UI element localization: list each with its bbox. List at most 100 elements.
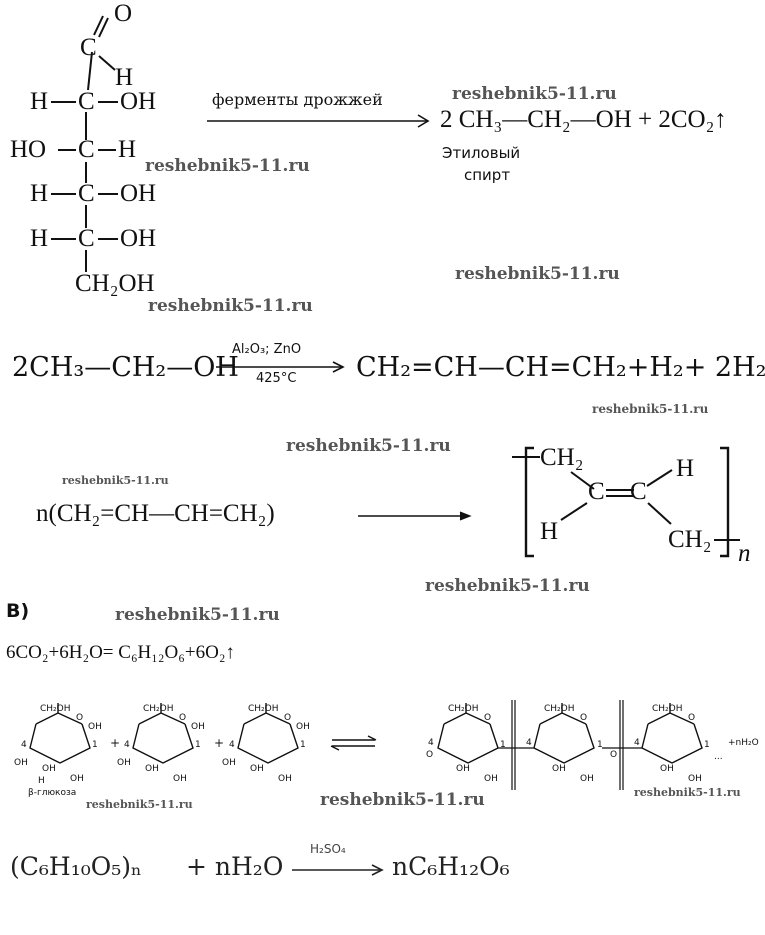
glucose-h1: H: [115, 64, 134, 91]
butadiene-monomer: n(CH₂=CH—CH=CH₂): [36, 500, 275, 527]
watermark-11: reshebnik5-11.ru: [320, 790, 485, 810]
ring6-num4: 4: [634, 738, 640, 748]
ethanol-product: 2 CH₃—CH₂—OH + 2CO₂↑: [440, 106, 727, 133]
butadiene-product: CH₂=CH—CH=CH₂+H₂+ 2H₂O: [356, 352, 765, 383]
ring-5: [533, 703, 595, 764]
ethanol-name-2: спирт: [464, 166, 511, 184]
ring6-ch2oh: CH₂OH: [652, 704, 683, 714]
ring5-o: O: [580, 713, 588, 723]
glucose-c5-right: OH: [120, 225, 157, 252]
ring2-num1: 1: [195, 740, 201, 750]
watermark-6: reshebnik5-11.ru: [286, 436, 451, 456]
chain-brackets: [498, 700, 642, 790]
polymer-ch2-top: CH₂: [540, 444, 584, 471]
chain-continuation: ...: [714, 752, 723, 762]
ring6-num1: 1: [704, 740, 710, 750]
polymer-h-right: H: [676, 455, 695, 482]
section-b-label: B): [6, 600, 30, 622]
photosynthesis-equation: 6CO₂+6H₂O= C₆H₁₂O₆+6O₂↑: [6, 642, 235, 663]
watermark-5: reshebnik5-11.ru: [592, 402, 709, 416]
ring5-num4: 4: [526, 738, 532, 748]
lebedev-catalyst: Al₂O₃; ZnO: [232, 342, 302, 357]
ring4-o-link: O: [426, 750, 434, 760]
ring5-oh-bottom2: OH: [580, 774, 594, 784]
ring3-ch2oh: CH₂OH: [248, 704, 279, 714]
glucose-c4-right: OH: [120, 180, 157, 207]
ring6-oh-bottom: OH: [660, 764, 674, 774]
ring5-ch2oh: CH₂OH: [544, 704, 575, 714]
equilibrium-arrows: [330, 735, 377, 751]
ring1-oh-bottom: OH: [42, 764, 56, 774]
ring2-oh-left: OH: [117, 758, 131, 768]
ring2-oh-anomeric: OH: [191, 722, 205, 732]
ring-3: [237, 703, 299, 764]
glucose-c2-right: OH: [120, 88, 157, 115]
watermark-4: reshebnik5-11.ru: [148, 296, 313, 316]
beta-glucose-label: β-глюкоза: [28, 788, 77, 798]
cellulose-formula: (C₆H₁₀O₅)ₙ: [10, 852, 142, 881]
glucose-c6: CH₂OH: [75, 270, 155, 297]
polymer-degree: n: [738, 540, 751, 567]
ring-6: [641, 703, 703, 764]
ring5-num1: 1: [597, 740, 603, 750]
lebedev-temperature: 425°C: [256, 371, 297, 386]
watermark-9: reshebnik5-11.ru: [115, 605, 280, 625]
ring4-num1: 1: [500, 740, 506, 750]
ring3-oh-anomeric: OH: [296, 722, 310, 732]
glucose-c4-left: H: [30, 180, 49, 207]
glucose-c5-left: H: [30, 225, 49, 252]
hydrolysis-water: + nH₂O: [186, 852, 284, 881]
watermark-1: reshebnik5-11.ru: [452, 84, 617, 104]
ring-4: [437, 703, 499, 764]
ring4-num4: 4: [428, 738, 434, 748]
ring-2: [132, 703, 194, 764]
water-byproduct: +nH₂O: [728, 738, 759, 748]
glucose-c3-left: HO: [10, 136, 47, 163]
ring1-num1: 1: [92, 740, 98, 750]
ring1-o: O: [76, 713, 84, 723]
ring5-oh-bottom: OH: [552, 764, 566, 774]
ring3-o: O: [284, 713, 292, 723]
ring2-ch2oh: CH₂OH: [143, 704, 174, 714]
ring2-o: O: [179, 713, 187, 723]
plus-1: +: [110, 736, 121, 750]
watermark-12: reshebnik5-11.ru: [634, 786, 741, 799]
ring3-oh-left: OH: [222, 758, 236, 768]
ring1-oh-bottom2: OH: [70, 774, 84, 784]
ring1-oh-anomeric: OH: [88, 722, 102, 732]
fermentation-condition: ферменты дрожжей: [212, 90, 383, 109]
glucose-aldehyde-o: O: [114, 0, 133, 27]
ring4-oh-bottom: OH: [456, 764, 470, 774]
ring1-h: H: [38, 776, 45, 786]
ring2-oh-bottom: OH: [145, 764, 159, 774]
glucose-c2: C: [78, 88, 95, 115]
polymer-c-right: C: [630, 478, 647, 505]
ring3-oh-bottom: OH: [250, 764, 264, 774]
watermark-10: reshebnik5-11.ru: [86, 798, 193, 811]
plus-2: +: [214, 736, 225, 750]
ring5-o-link: O: [610, 750, 618, 760]
ring6-oh-bottom2: OH: [688, 774, 702, 784]
glucose-c2-left: H: [30, 88, 49, 115]
watermark-8: reshebnik5-11.ru: [425, 576, 590, 596]
ethanol-name-1: Этиловый: [442, 144, 521, 162]
glucose-c4: C: [78, 180, 95, 207]
watermark-3: reshebnik5-11.ru: [455, 264, 620, 284]
ring1-oh-left: OH: [14, 758, 28, 768]
ring-1: [29, 703, 91, 764]
polymer-h-left: H: [540, 518, 559, 545]
ring2-oh-bottom2: OH: [173, 774, 187, 784]
polymer-ch2-bottom: CH₂: [668, 526, 712, 553]
ring6-o: O: [688, 713, 696, 723]
watermark-7: reshebnik5-11.ru: [62, 474, 169, 487]
ring1-num4: 4: [21, 740, 27, 750]
lebedev-reactant: 2CH₃—CH₂—OH: [12, 352, 239, 383]
hydrolysis-catalyst: H₂SO₄: [310, 842, 346, 856]
glucose-product: nC₆H₁₂O₆: [392, 852, 510, 881]
ring4-o: O: [484, 713, 492, 723]
glucose-c5: C: [78, 225, 95, 252]
ring4-oh-bottom2: OH: [484, 774, 498, 784]
